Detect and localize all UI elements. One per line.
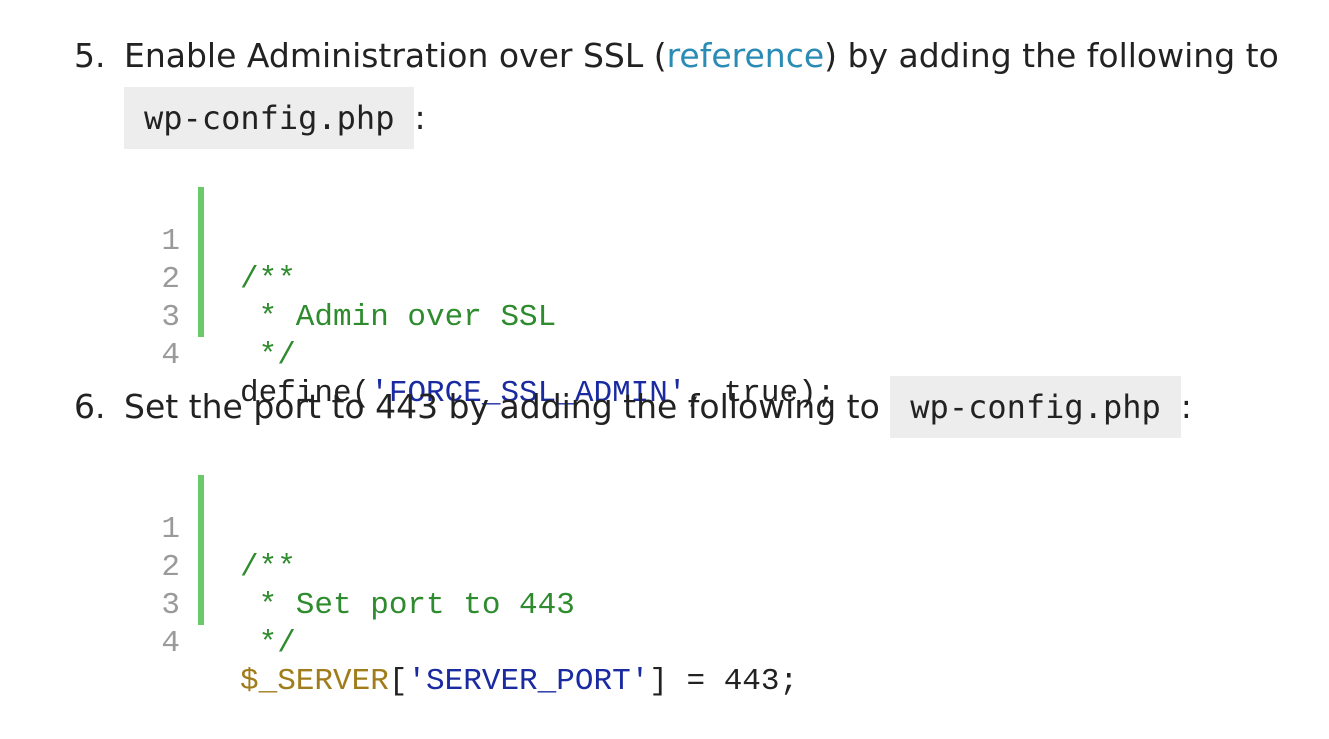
code-function: define( xyxy=(240,376,371,411)
code-comment: */ xyxy=(240,338,296,373)
code-line: 4 $_SERVER['SERVER_PORT'] = 443; xyxy=(150,587,1150,699)
step-number: 5. xyxy=(74,36,106,75)
code-bracket: [ xyxy=(388,664,408,699)
code-block-step-5: 1 /** 2 * Admin over SSL 3 */ 4 define('… xyxy=(150,185,1150,411)
line-number: 1 xyxy=(161,224,180,259)
code-comment: /** xyxy=(240,262,296,297)
step-text-part: Set the port to 443 by adding the follow… xyxy=(124,387,891,426)
code-gutter-bar xyxy=(198,475,204,625)
line-number: 2 xyxy=(161,550,180,585)
code-rest: ] = 443; xyxy=(649,664,799,699)
step-text-colon: : xyxy=(1180,387,1192,426)
code-rest: , true); xyxy=(686,376,836,411)
code-line: 3 */ xyxy=(150,261,1150,373)
inline-code-filename: wp-config.php xyxy=(890,376,1181,438)
step-number: 6. xyxy=(74,387,106,426)
code-comment: * Set port to 443 xyxy=(240,588,575,623)
code-string: 'FORCE_SSL_ADMIN' xyxy=(370,376,687,411)
code-comment: */ xyxy=(240,626,296,661)
code-gutter-bar xyxy=(198,187,204,337)
step-text-part: Enable Administration over SSL ( xyxy=(124,36,667,75)
code-line: 2 * Admin over SSL xyxy=(150,223,1150,335)
line-number: 1 xyxy=(161,512,180,547)
code-line: 1 /** xyxy=(150,473,1150,585)
inline-code-filename: wp-config.php xyxy=(124,87,415,149)
line-number: 4 xyxy=(161,338,180,373)
code-comment: * Admin over SSL xyxy=(240,300,557,335)
step-text: Set the port to 443 by adding the follow… xyxy=(124,376,1304,438)
step-text: Enable Administration over SSL (referenc… xyxy=(124,25,1304,149)
line-number: 3 xyxy=(161,300,180,335)
code-comment: /** xyxy=(240,550,296,585)
code-line: 2 * Set port to 443 xyxy=(150,511,1150,623)
code-block-step-6: 1 /** 2 * Set port to 443 3 */ 4 $_SERVE… xyxy=(150,473,1150,699)
step-text-part: ) by adding the following to xyxy=(824,36,1279,75)
code-line: 3 */ xyxy=(150,549,1150,661)
line-number: 2 xyxy=(161,262,180,297)
line-number: 4 xyxy=(161,626,180,661)
line-number: 3 xyxy=(161,588,180,623)
code-statement: $_SERVER['SERVER_PORT'] = 443; xyxy=(240,663,798,701)
code-line: 1 /** xyxy=(150,185,1150,297)
code-statement: define('FORCE_SSL_ADMIN', true); xyxy=(240,375,835,413)
step-text-colon: : xyxy=(414,98,426,137)
code-string: 'SERVER_PORT' xyxy=(407,664,650,699)
code-variable: $_SERVER xyxy=(240,664,389,699)
reference-link[interactable]: reference xyxy=(666,36,825,75)
code-line: 4 define('FORCE_SSL_ADMIN', true); xyxy=(150,299,1150,411)
